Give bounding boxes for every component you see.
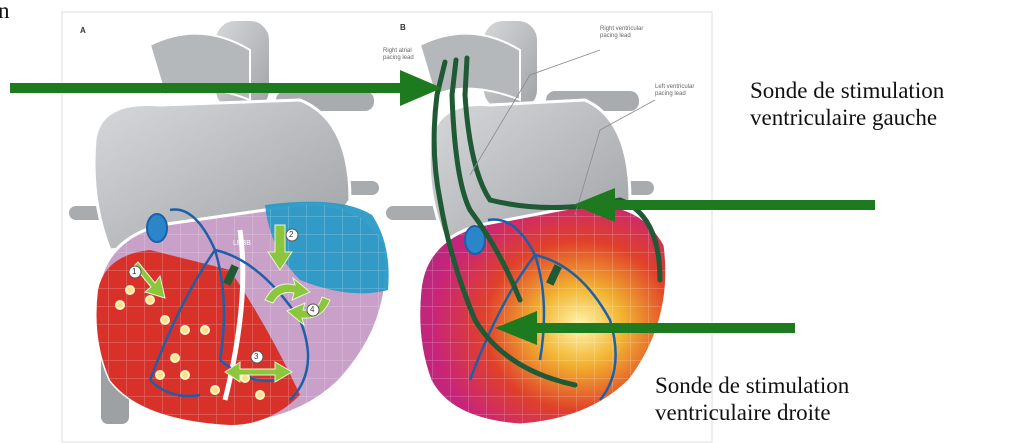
step-number-1: 1 [132,267,136,276]
step-number-3: 3 [254,352,258,361]
left-ventricular-lead-label: Left ventricular pacing lead [655,84,710,98]
panel-b-label: B [400,23,406,32]
sa-node [147,214,167,242]
caption-line: ventriculaire droite [655,399,849,426]
right-ventricular-lead-label: Right ventricular pacing lead [600,26,660,40]
right-ventricular-lead-caption: Sonde de stimulation ventriculaire droit… [655,372,849,426]
caption-line: Sonde de stimulation [655,372,849,399]
caption-line: ventriculaire gauche [750,104,944,131]
lbbb-label: LBBB [233,240,251,247]
caption-line: Sonde de stimulation [750,77,944,104]
step-number-2: 2 [289,230,293,239]
step-number-4: 4 [310,305,314,314]
panel-a-label: A [80,26,86,35]
right-atrial-lead-label: Right atrial pacing lead [383,48,425,62]
left-ventricular-lead-caption: Sonde de stimulation ventriculaire gauch… [750,77,944,131]
